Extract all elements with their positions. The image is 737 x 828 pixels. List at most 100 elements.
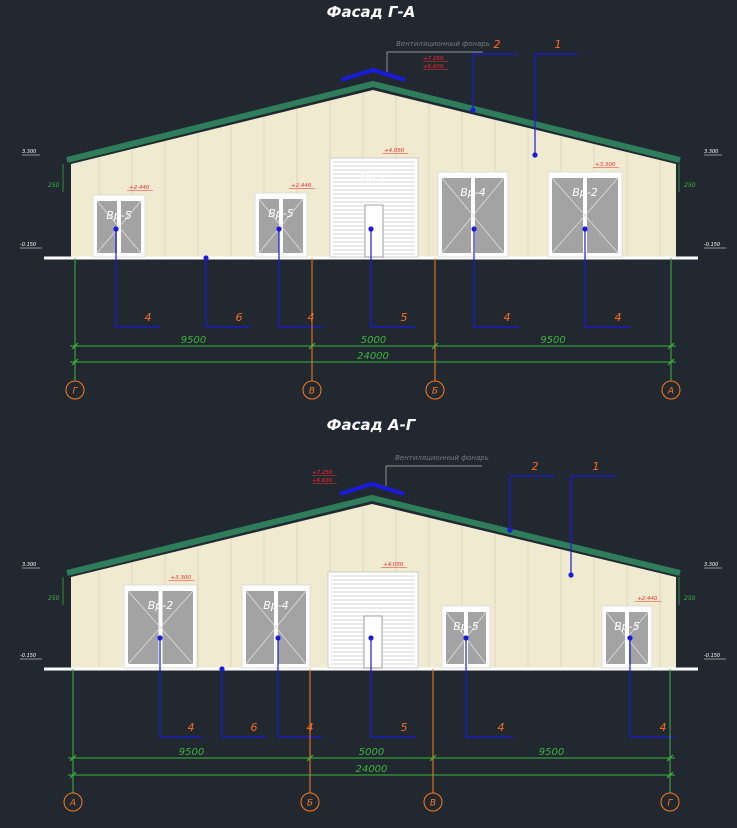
door-leaf-left [606, 612, 625, 664]
door-level: +4.050 [383, 562, 404, 568]
axis-label: Г [72, 387, 78, 397]
callout-dot [203, 255, 209, 261]
callout-leader [629, 638, 675, 738]
ground-level: -0.150 [704, 242, 720, 248]
axis-label: А [667, 387, 674, 397]
door-leaf-right [162, 591, 193, 664]
door-diag [245, 590, 307, 665]
door-level: +3.300 [171, 575, 192, 581]
roof-line [66, 80, 681, 163]
callout-number: 5 [401, 311, 408, 324]
callout-leader [534, 53, 578, 155]
roof-line [66, 494, 681, 576]
dim-tick [71, 342, 79, 350]
door-diag [96, 200, 142, 254]
facade-title: Фасад А-Г [327, 416, 417, 434]
vent-label: Вентиляционный фонарь [395, 454, 489, 462]
door-leaf-right [475, 178, 504, 253]
callout-dot [532, 152, 538, 158]
door-leaf-left [259, 199, 279, 253]
dim-tick [429, 754, 437, 762]
callout-dot [507, 527, 513, 533]
vent-ridge [340, 67, 406, 82]
door-leaf-left [442, 178, 471, 253]
eave-level: 3.300 [22, 562, 36, 568]
door-label: Вр-1 [361, 170, 387, 183]
door-leaf-right [587, 178, 618, 253]
door-label: Вр-5 [614, 620, 640, 633]
callout-leader [570, 475, 616, 575]
door-level: +2.440 [291, 183, 312, 189]
callout-leader [370, 638, 416, 738]
total-dim-text: 24000 [356, 764, 388, 775]
door-diag [605, 611, 649, 665]
dim-text: 5000 [361, 335, 386, 346]
dim-tick [306, 754, 314, 762]
callout-number: 4 [660, 721, 667, 734]
side-dim: 250 [684, 182, 696, 189]
callout-dot [627, 635, 633, 641]
callout-dot [582, 226, 588, 232]
axis-circle [661, 380, 681, 400]
total-dim-text: 24000 [357, 351, 389, 362]
callout-dot [219, 666, 225, 672]
callout-leader [159, 638, 203, 738]
vent-label: Вентиляционный фонарь [396, 40, 490, 48]
dim-tick [69, 771, 77, 779]
door-label: Вр-4 [460, 186, 486, 199]
door-leaf-right [121, 201, 141, 253]
callout-leader [370, 229, 416, 328]
callout-leader [277, 638, 322, 738]
wicket-door [364, 204, 384, 258]
door-diag [551, 177, 619, 254]
axis-label: В [430, 799, 436, 809]
callout-dot [157, 635, 163, 641]
side-dim: 250 [48, 595, 60, 602]
callout-dot [463, 635, 469, 641]
vent-level: +6.630 [423, 64, 444, 70]
door-diag [441, 177, 505, 254]
door-label: Вр-5 [106, 209, 132, 222]
callout-leader [509, 475, 555, 530]
dim-tick [667, 342, 675, 350]
callout-number: 6 [251, 721, 258, 734]
door-label: Вр-5 [268, 207, 294, 220]
axis-label: А [69, 799, 76, 809]
facade-g-a: Фасад Г-А Вентиляционный фонарь +7.250 +6.6… [20, 3, 726, 400]
callout-leader [584, 229, 630, 328]
door-leaf-right [468, 612, 486, 664]
callout-leader [221, 669, 266, 738]
axis-circle [423, 792, 443, 812]
callout-leader [472, 53, 517, 110]
facade-title: Фасад Г-А [327, 3, 416, 21]
dim-tick [308, 342, 316, 350]
ground-level: -0.150 [20, 242, 36, 248]
axis-label: Г [667, 799, 673, 809]
axis-label: Б [307, 799, 313, 809]
vent-level: +7.250 [423, 56, 444, 62]
dim-tick [666, 754, 674, 762]
callout-number: 1 [593, 460, 600, 473]
door-leaf-left [552, 178, 583, 253]
dim-text: 9500 [179, 747, 204, 758]
dim-text: 9500 [181, 335, 206, 346]
dim-tick [69, 754, 77, 762]
dim-tick [71, 358, 79, 366]
wicket-door [363, 615, 383, 669]
eave-level: 3.300 [704, 149, 718, 155]
callout-dot [568, 572, 574, 578]
door-leaf-right [283, 199, 303, 253]
door-leaf-left [97, 201, 117, 253]
dim-tick [667, 358, 675, 366]
axis-circle [65, 380, 85, 400]
callout-dot [470, 107, 476, 113]
dim-tick [666, 771, 674, 779]
callout-number: 5 [401, 721, 408, 734]
door-diag [258, 198, 304, 254]
axis-label: Б [432, 387, 438, 397]
callout-leader [465, 638, 513, 738]
dim-text: 9500 [540, 335, 565, 346]
ground-level: -0.150 [20, 653, 36, 659]
door-leaf-right [629, 612, 648, 664]
